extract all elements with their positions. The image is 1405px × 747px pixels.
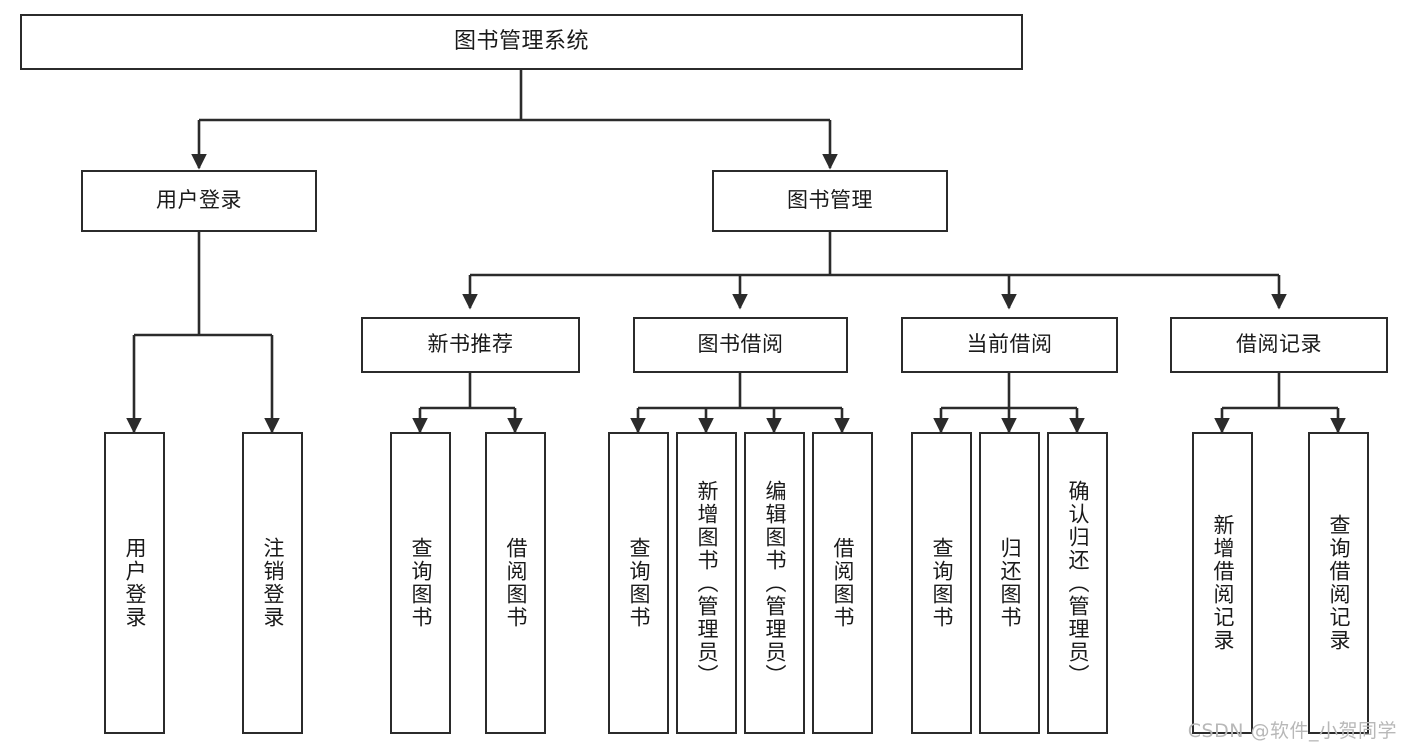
leaf-bb-query-book[interactable]: 查询图书: [608, 432, 669, 734]
leaf-bb-edit-book[interactable]: 编辑图书（管理员）: [744, 432, 805, 734]
leaf-bb-add-book[interactable]: 新增图书（管理员）: [676, 432, 737, 734]
node-current-borrow[interactable]: 当前借阅: [901, 317, 1118, 373]
leaf-nb-query-book-label: 查询图书: [409, 537, 434, 629]
leaf-br-query-record[interactable]: 查询借阅记录: [1308, 432, 1369, 734]
node-new-book-recommend-label: 新书推荐: [427, 332, 514, 357]
node-book-borrow-label: 图书借阅: [697, 332, 784, 357]
leaf-br-add-record-label: 新增借阅记录: [1211, 514, 1236, 652]
leaf-user-login[interactable]: 用户登录: [104, 432, 165, 734]
node-root-label: 图书管理系统: [453, 28, 589, 54]
leaf-br-query-record-label: 查询借阅记录: [1327, 514, 1352, 652]
node-book-management[interactable]: 图书管理: [712, 170, 948, 232]
leaf-logout-label: 注销登录: [261, 537, 286, 629]
leaf-cb-query-book[interactable]: 查询图书: [911, 432, 972, 734]
leaf-cb-return-book[interactable]: 归还图书: [979, 432, 1040, 734]
node-current-borrow-label: 当前借阅: [966, 332, 1053, 357]
leaf-cb-return-book-label: 归还图书: [998, 537, 1023, 629]
leaf-br-add-record[interactable]: 新增借阅记录: [1192, 432, 1253, 734]
leaf-nb-borrow-book[interactable]: 借阅图书: [485, 432, 546, 734]
leaf-cb-confirm-return-label: 确认归还（管理员）: [1066, 479, 1091, 687]
leaf-bb-edit-book-label: 编辑图书（管理员）: [763, 479, 788, 687]
leaf-user-login-label: 用户登录: [123, 537, 148, 629]
leaf-bb-query-book-label: 查询图书: [627, 537, 652, 629]
leaf-logout[interactable]: 注销登录: [242, 432, 303, 734]
node-book-management-label: 图书管理: [787, 188, 873, 213]
leaf-bb-add-book-label: 新增图书（管理员）: [695, 479, 720, 687]
node-root[interactable]: 图书管理系统: [20, 14, 1023, 70]
node-borrow-record-label: 借阅记录: [1236, 332, 1322, 357]
leaf-bb-borrow-book[interactable]: 借阅图书: [812, 432, 873, 734]
csdn-watermark: CSDN @软件_小贺同学: [1187, 720, 1397, 742]
node-user-login[interactable]: 用户登录: [81, 170, 317, 232]
leaf-cb-query-book-label: 查询图书: [930, 537, 955, 629]
leaf-cb-confirm-return[interactable]: 确认归还（管理员）: [1047, 432, 1108, 734]
node-book-borrow[interactable]: 图书借阅: [633, 317, 848, 373]
leaf-nb-query-book[interactable]: 查询图书: [390, 432, 451, 734]
leaf-nb-borrow-book-label: 借阅图书: [504, 537, 529, 629]
node-user-login-label: 用户登录: [156, 188, 242, 213]
node-borrow-record[interactable]: 借阅记录: [1170, 317, 1388, 373]
node-new-book-recommend[interactable]: 新书推荐: [361, 317, 580, 373]
leaf-bb-borrow-book-label: 借阅图书: [831, 537, 856, 629]
